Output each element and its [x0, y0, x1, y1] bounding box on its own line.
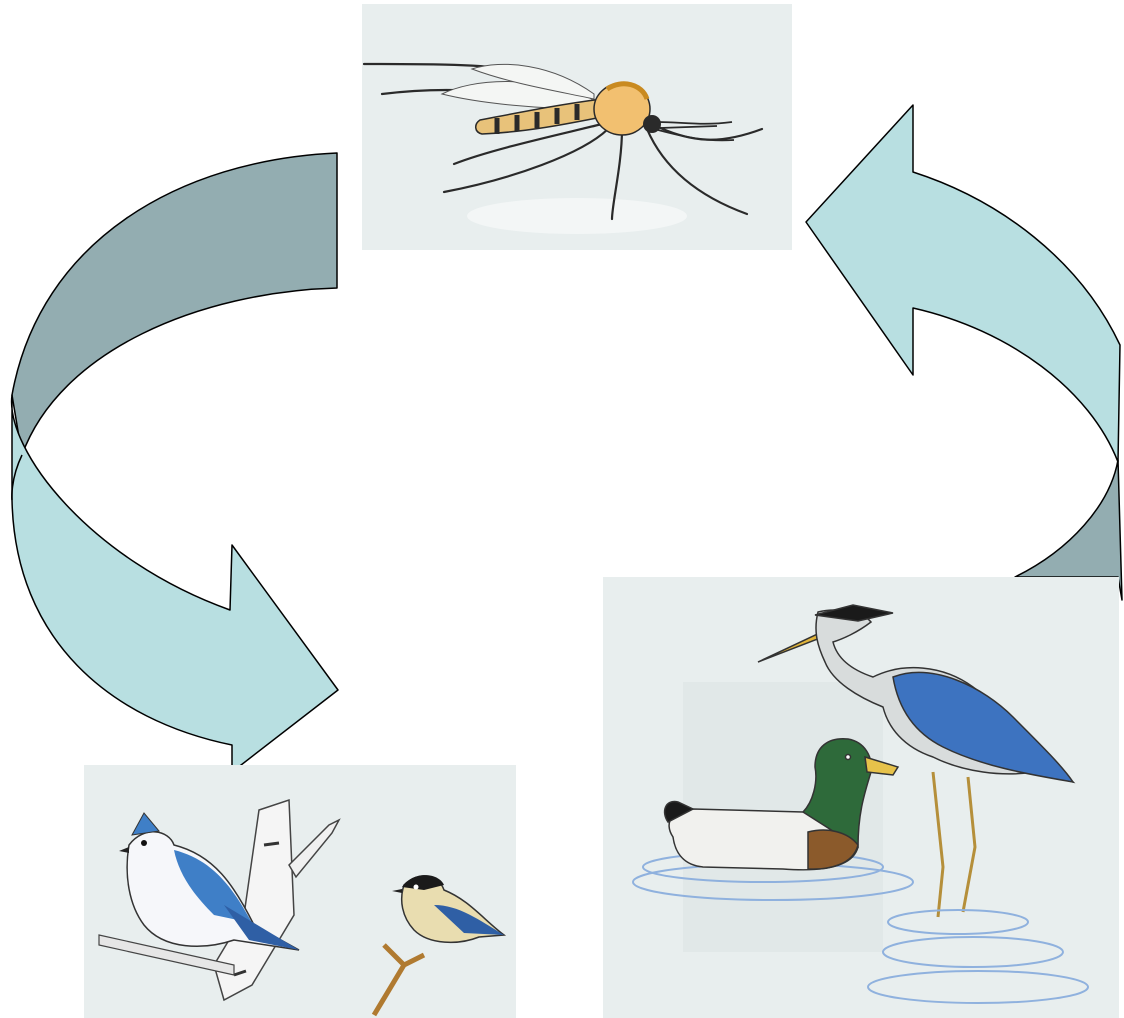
arrow-right-front-band [806, 105, 1120, 462]
blue-jay-and-chickadee-illustration [84, 765, 516, 1018]
water-birds-image [603, 577, 1119, 1018]
curved-arrow-icon [806, 105, 1122, 600]
mosquito-illustration [362, 4, 792, 250]
small-birds-image [84, 765, 516, 1018]
heron-and-mallard-illustration [603, 577, 1119, 1018]
mosquito-image [362, 4, 792, 250]
